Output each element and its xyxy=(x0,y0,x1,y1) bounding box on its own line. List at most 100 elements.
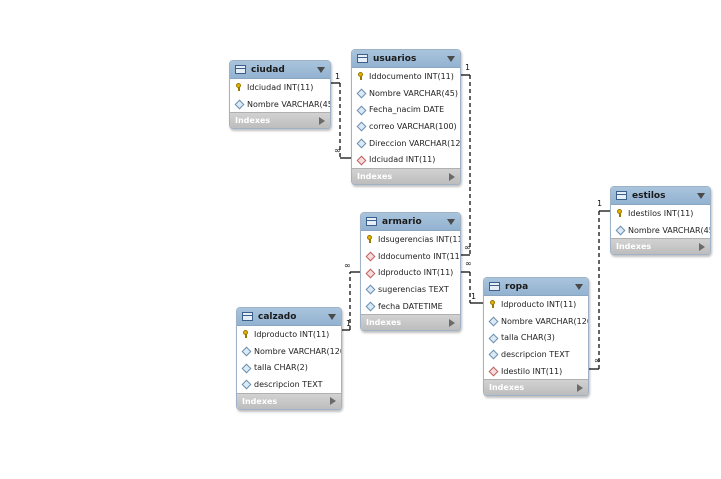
column-row[interactable]: Idciudad INT(11) xyxy=(352,151,460,168)
collapse-arrow-icon[interactable] xyxy=(317,66,325,73)
table-header[interactable]: estilos xyxy=(611,187,710,205)
indexes-section[interactable]: Indexes xyxy=(230,112,330,129)
column-row[interactable]: Nombre VARCHAR(45) xyxy=(352,85,460,102)
column-list: Idproducto INT(11) Nombre VARCHAR(120) tal… xyxy=(237,326,341,393)
column-diamond-icon xyxy=(357,89,365,97)
column-row[interactable]: Idestilos INT(11) xyxy=(611,205,710,222)
column-row[interactable]: Nombre VARCHAR(120) xyxy=(484,313,588,330)
column-row[interactable]: Idproducto INT(11) xyxy=(237,326,341,343)
primary-key-icon xyxy=(489,300,497,309)
column-name: correo VARCHAR(100) xyxy=(369,121,457,131)
collapse-arrow-icon[interactable] xyxy=(447,218,455,225)
column-name: Iddocumento INT(11) xyxy=(378,251,461,261)
indexes-section[interactable]: Indexes xyxy=(484,379,588,396)
column-name: Nombre VARCHAR(120) xyxy=(501,316,589,326)
column-list: Idproducto INT(11) Nombre VARCHAR(120) tal… xyxy=(484,296,588,379)
expand-arrow-icon[interactable] xyxy=(577,383,583,392)
column-row[interactable]: fecha DATETIME xyxy=(361,298,460,315)
column-diamond-icon xyxy=(357,139,365,147)
column-list: Idestilos INT(11) Nombre VARCHAR(45) xyxy=(611,205,710,238)
collapse-arrow-icon[interactable] xyxy=(697,192,705,199)
column-row[interactable]: sugerencias TEXT xyxy=(361,281,460,298)
column-name: talla CHAR(3) xyxy=(501,333,555,343)
column-row[interactable]: Iddocumento INT(11) xyxy=(361,248,460,265)
table-title: ciudad xyxy=(251,64,285,75)
column-row[interactable]: Idproducto INT(11) xyxy=(361,264,460,281)
table-ciudad[interactable]: ciudad Idciudad INT(11) Nombre VARCHAR(45… xyxy=(229,60,331,130)
table-header[interactable]: usuarios xyxy=(352,50,460,68)
column-row[interactable]: Idestilo INT(11) xyxy=(484,363,588,380)
table-icon xyxy=(489,282,500,291)
column-name: Direccion VARCHAR(120) xyxy=(369,138,461,148)
collapse-arrow-icon[interactable] xyxy=(575,283,583,290)
column-diamond-icon xyxy=(366,285,374,293)
table-title: armario xyxy=(382,216,422,227)
cardinality-many-armario-ropa: ∞ xyxy=(465,259,472,268)
column-row[interactable]: Direccion VARCHAR(120) xyxy=(352,135,460,152)
table-usuarios[interactable]: usuarios Iddocumento INT(11) Nombre VARCH… xyxy=(351,49,461,186)
column-name: Nombre VARCHAR(45) xyxy=(628,225,711,235)
cardinality-many-ropa-estilo: ∞ xyxy=(594,356,601,365)
column-name: Idproducto INT(11) xyxy=(254,329,330,339)
column-row[interactable]: descripcion TEXT xyxy=(237,376,341,393)
table-header[interactable]: ropa xyxy=(484,278,588,296)
column-row[interactable]: Nombre VARCHAR(45) xyxy=(230,96,330,113)
column-name: Nombre VARCHAR(45) xyxy=(369,88,458,98)
table-calzado[interactable]: calzado Idproducto INT(11) Nombre VARCHAR… xyxy=(236,307,342,410)
column-row[interactable]: talla CHAR(3) xyxy=(484,329,588,346)
cardinality-one-ropa: 1 xyxy=(471,292,477,301)
column-name: Nombre VARCHAR(120) xyxy=(254,346,342,356)
column-row[interactable]: Nombre VARCHAR(45) xyxy=(611,222,710,239)
table-header[interactable]: armario xyxy=(361,213,460,231)
table-header[interactable]: calzado xyxy=(237,308,341,326)
column-diamond-icon xyxy=(357,106,365,114)
indexes-section[interactable]: Indexes xyxy=(361,314,460,331)
column-name: Idproducto INT(11) xyxy=(378,268,454,278)
collapse-arrow-icon[interactable] xyxy=(328,313,336,320)
indexes-section[interactable]: Indexes xyxy=(611,238,710,255)
column-name: Nombre VARCHAR(45) xyxy=(247,99,331,109)
table-estilos[interactable]: estilos Idestilos INT(11) Nombre VARCHAR(… xyxy=(610,186,711,256)
foreign-key-diamond-icon xyxy=(489,367,497,375)
expand-arrow-icon[interactable] xyxy=(699,242,705,251)
primary-key-icon xyxy=(366,235,374,244)
column-row[interactable]: talla CHAR(2) xyxy=(237,359,341,376)
table-icon xyxy=(366,217,377,226)
indexes-label: Indexes xyxy=(242,396,278,406)
table-ropa[interactable]: ropa Idproducto INT(11) Nombre VARCHAR(12… xyxy=(483,277,589,397)
column-diamond-icon xyxy=(242,380,250,388)
column-row[interactable]: Idciudad INT(11) xyxy=(230,79,330,96)
column-diamond-icon xyxy=(366,302,374,310)
expand-arrow-icon[interactable] xyxy=(449,318,455,327)
cardinality-one-calzado: 1 xyxy=(346,319,352,328)
column-diamond-icon xyxy=(242,364,250,372)
column-row[interactable]: Fecha_nacim DATE xyxy=(352,101,460,118)
expand-arrow-icon[interactable] xyxy=(330,397,336,406)
indexes-label: Indexes xyxy=(357,172,393,182)
collapse-arrow-icon[interactable] xyxy=(447,55,455,62)
column-row[interactable]: Iddocumento INT(11) xyxy=(352,68,460,85)
foreign-key-diamond-icon xyxy=(357,156,365,164)
expand-arrow-icon[interactable] xyxy=(449,172,455,181)
table-icon xyxy=(242,312,253,321)
column-row[interactable]: Idproducto INT(11) xyxy=(484,296,588,313)
cardinality-many-armario-usuario: ∞ xyxy=(464,243,471,252)
indexes-label: Indexes xyxy=(366,318,402,328)
table-header[interactable]: ciudad xyxy=(230,61,330,79)
column-name: Iddocumento INT(11) xyxy=(369,71,454,81)
primary-key-icon xyxy=(616,209,624,218)
table-armario[interactable]: armario Idsugerencias INT(11) Iddocumento… xyxy=(360,212,461,332)
cardinality-one-usuarios: 1 xyxy=(465,63,471,72)
column-row[interactable]: descripcion TEXT xyxy=(484,346,588,363)
cardinality-one-ciudad: 1 xyxy=(335,72,341,81)
expand-arrow-icon[interactable] xyxy=(319,116,325,125)
column-row[interactable]: Nombre VARCHAR(120) xyxy=(237,343,341,360)
column-row[interactable]: Idsugerencias INT(11) xyxy=(361,231,460,248)
column-name: Fecha_nacim DATE xyxy=(369,105,445,115)
column-name: Idestilo INT(11) xyxy=(501,366,563,376)
indexes-section[interactable]: Indexes xyxy=(352,168,460,185)
column-diamond-icon xyxy=(242,347,250,355)
column-diamond-icon xyxy=(489,317,497,325)
indexes-section[interactable]: Indexes xyxy=(237,392,341,409)
column-row[interactable]: correo VARCHAR(100) xyxy=(352,118,460,135)
